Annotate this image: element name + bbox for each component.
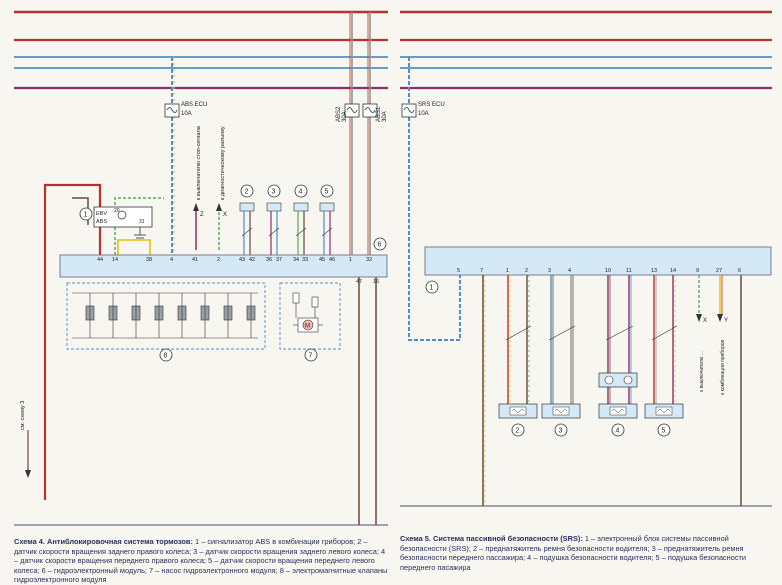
pump-num: 7	[309, 353, 313, 360]
scheme5: SRS ECU 10A 1 5 7 1 2 3 4 10 11 13 14 9 …	[400, 57, 772, 507]
wire-green-loop	[114, 197, 164, 255]
srs-module-num: 1	[430, 285, 434, 292]
device-4: 4	[598, 275, 638, 437]
valves	[85, 293, 256, 338]
fuse-abs-ecu-rating: 10A	[181, 111, 192, 117]
svg-text:32: 32	[366, 257, 372, 263]
caption-scheme4-title: Схема 4. Антиблокировочная система тормо…	[14, 537, 193, 546]
valve-block-8: 8	[66, 282, 266, 362]
pump-7: M 7	[279, 282, 341, 362]
valve-block-num: 8	[164, 353, 168, 360]
scheme4: ABS ECU 10A ABS2 30A ABS1 30A к выключат…	[14, 12, 388, 526]
fuse-abs1-name: ABS1	[376, 106, 382, 122]
sensor-3: 3	[266, 184, 282, 255]
svg-text:42: 42	[249, 257, 255, 263]
wire-red-loop	[43, 183, 102, 500]
svg-text:5: 5	[457, 268, 460, 274]
fuse-abs2: ABS2 30A	[336, 103, 360, 122]
svg-text:41: 41	[192, 257, 198, 263]
svg-text:2: 2	[525, 268, 528, 274]
device-3: 3	[541, 275, 581, 437]
label-to-fuse: к выключателю ...	[699, 351, 705, 392]
wire-yellow	[117, 239, 151, 255]
svg-text:34: 34	[293, 257, 299, 263]
motor-label: M	[305, 324, 310, 330]
caption-scheme5: Схема 5. Система пассивной безопасности …	[400, 534, 772, 572]
caption-scheme4: Схема 4. Антиблокировочная система тормо…	[14, 537, 390, 585]
fuse-abs2-name: ABS2	[336, 106, 342, 122]
label-brake-switch: к выключателю стоп-сигнала	[196, 125, 202, 200]
sensor-5: 5	[319, 184, 335, 255]
arrow-x-srs: X	[703, 318, 707, 324]
label-see-scheme: см. схему 3	[20, 401, 26, 430]
caption-scheme5-title: Схема 5. Система пассивной безопасности …	[400, 534, 583, 543]
svg-text:45: 45	[319, 257, 325, 263]
srs-module-1: 1 5 7 1 2 3 4 10 11 13 14 9 27 6	[424, 246, 772, 294]
device-4-num: 4	[616, 428, 620, 435]
arrow-y-srs: Y	[724, 318, 728, 324]
svg-text:2: 2	[217, 257, 220, 263]
svg-text:4: 4	[170, 257, 173, 263]
wire-srs-ecu	[408, 57, 461, 341]
fuse-srs-name: SRS ECU	[418, 102, 445, 108]
svg-text:43: 43	[239, 257, 245, 263]
svg-text:2: 2	[245, 189, 249, 196]
fuse-srs-ecu: SRS ECU 10A	[401, 102, 445, 118]
arrow-z: Z	[200, 212, 204, 218]
fuse-abs-ecu: ABS ECU 10A	[164, 102, 207, 118]
component-1-ebv: EBV	[96, 211, 107, 217]
svg-text:10: 10	[605, 268, 611, 274]
component-1-abs-indicator: 1 EBV ABS 20 31	[79, 206, 153, 239]
sensors: 2 3 4	[239, 184, 335, 255]
svg-text:14: 14	[670, 268, 676, 274]
fuse-srs-rating: 10A	[418, 111, 429, 117]
sensor-4: 4	[293, 184, 309, 255]
svg-text:5: 5	[325, 189, 329, 196]
svg-text:11: 11	[626, 268, 632, 274]
label-diag: к диагностическому разъему	[220, 126, 226, 200]
svg-text:38: 38	[146, 257, 152, 263]
fuse-abs1-rating: 30A	[382, 111, 388, 122]
svg-text:4: 4	[568, 268, 571, 274]
svg-text:13: 13	[651, 268, 657, 274]
svg-text:46: 46	[329, 257, 335, 263]
fuse-abs2-rating: 30A	[342, 111, 348, 122]
component-1-num: 1	[84, 212, 88, 219]
svg-text:4: 4	[299, 189, 303, 196]
svg-text:14: 14	[112, 257, 118, 263]
component-1-pin20: 20	[114, 208, 120, 214]
device-2: 2	[498, 275, 538, 437]
device-5-num: 5	[662, 428, 666, 435]
svg-text:33: 33	[302, 257, 308, 263]
caption-scheme5-body: 1 – электронный блок системы пассивной б…	[400, 534, 747, 572]
svg-text:1: 1	[506, 268, 509, 274]
arrow-x: X	[223, 212, 227, 218]
top-bus	[14, 10, 772, 90]
fuse-abs-ecu-name: ABS ECU	[181, 102, 207, 108]
component-1-abs: ABS	[96, 219, 107, 225]
svg-text:3: 3	[272, 189, 276, 196]
fuse-abs1: ABS1 30A	[362, 103, 388, 122]
device-2-num: 2	[516, 428, 520, 435]
svg-text:36: 36	[266, 257, 272, 263]
svg-text:37: 37	[276, 257, 282, 263]
module-6-num: 6	[378, 242, 382, 249]
svg-text:9: 9	[696, 268, 699, 274]
module-6: 6 44 14 38 4 41 2 43 42 36 37 34 33 45 4…	[59, 237, 388, 285]
sensor-2: 2	[239, 184, 255, 255]
svg-text:3: 3	[548, 268, 551, 274]
component-1-pin31: 31	[139, 219, 145, 225]
svg-text:1: 1	[349, 257, 352, 263]
device-3-num: 3	[559, 428, 563, 435]
label-to-mirror: к комбинации приборов	[720, 339, 726, 395]
svg-text:44: 44	[97, 257, 103, 263]
svg-text:7: 7	[480, 268, 483, 274]
svg-text:27: 27	[716, 268, 722, 274]
device-5: 5	[644, 275, 684, 437]
svg-text:6: 6	[738, 268, 741, 274]
